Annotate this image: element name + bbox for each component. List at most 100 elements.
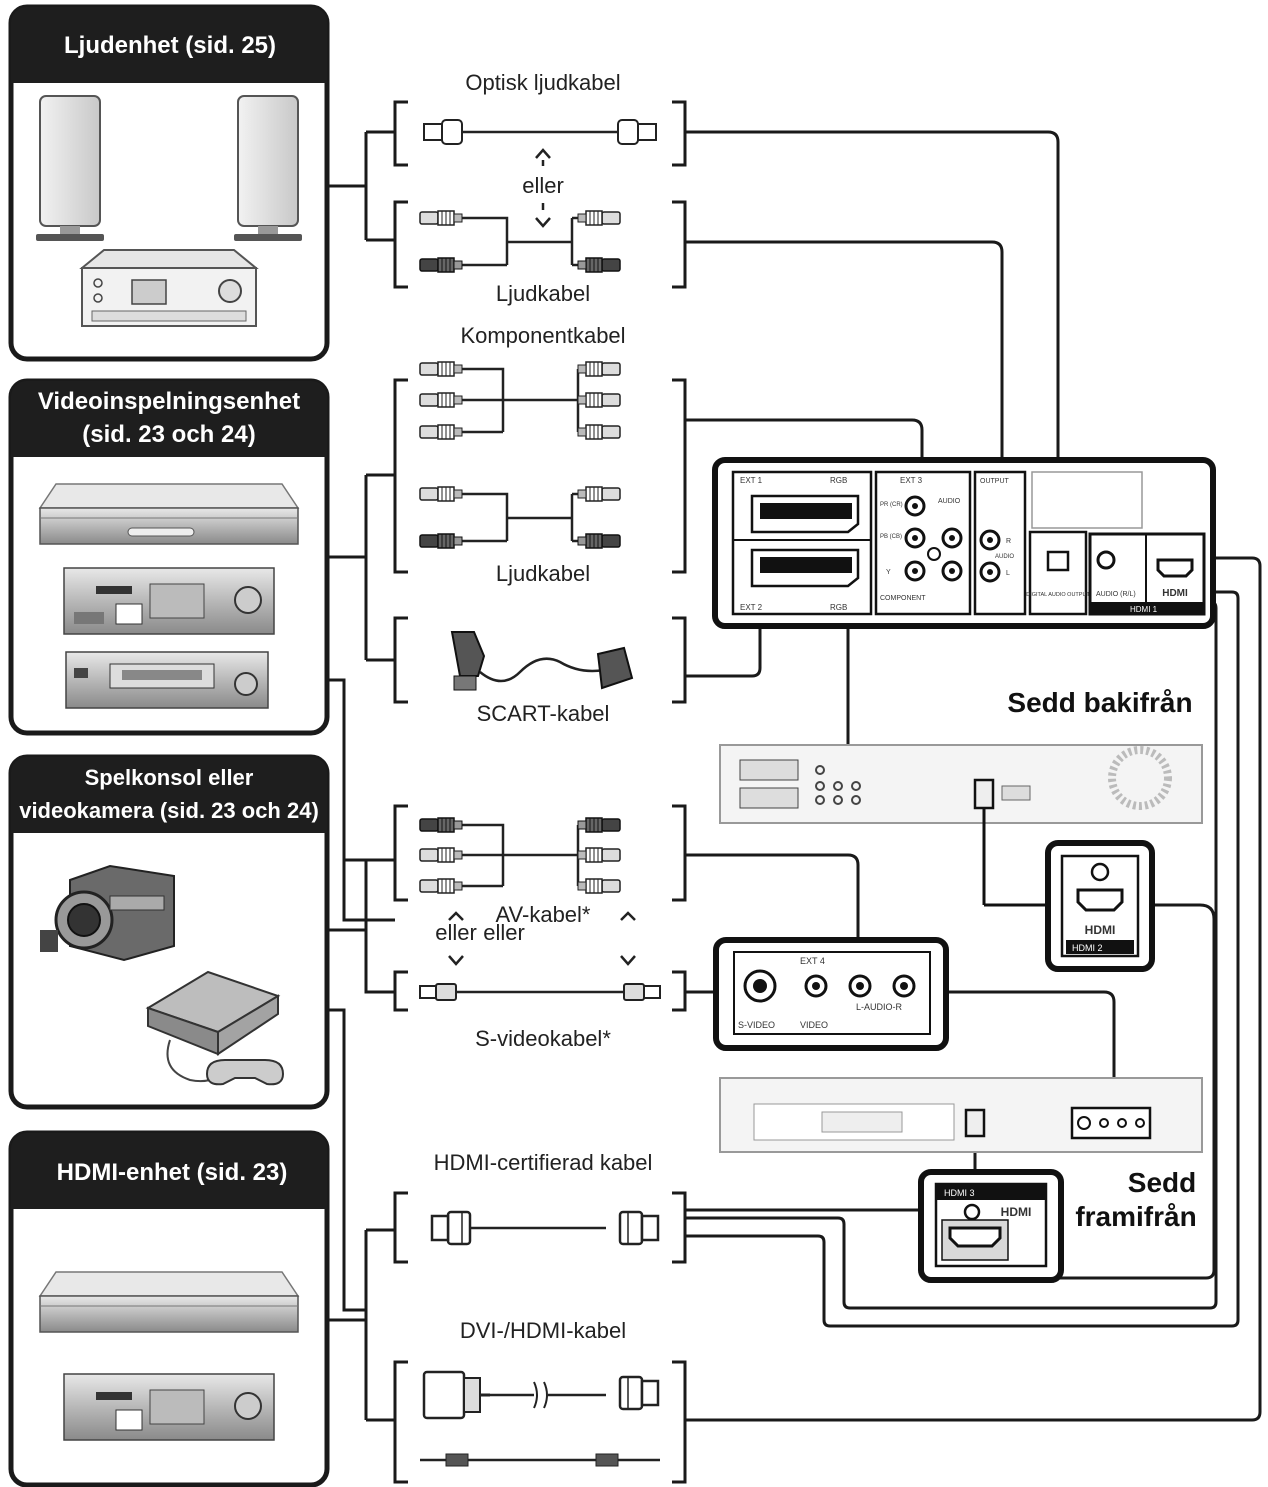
minijack-plug-icon: [420, 1453, 660, 1467]
cable-brackets: [393, 100, 687, 1484]
ext4-side-panel: EXT 4 S-VIDEO VIDEO L-AUDIO-R: [713, 937, 949, 1051]
audio-ext3-label: AUDIO: [938, 498, 961, 505]
dvi-plug-icon: [422, 1370, 490, 1420]
or-label-2: eller: [435, 920, 477, 945]
hdmi-dvd-recorder-icon: [38, 1271, 300, 1333]
scart-cable: SCART-kabel: [450, 631, 634, 726]
hdmi-receiver-icon: [63, 1373, 275, 1441]
hdmi1-label: HDMI 1: [1130, 605, 1158, 614]
rca-plug-icon: [419, 817, 463, 833]
l-label: L: [1006, 570, 1010, 577]
arrow-down-icon: [535, 217, 551, 228]
av-receiver-icon: [63, 567, 275, 635]
device-rear-view: [719, 744, 1203, 907]
laudior-port-label: L-AUDIO-R: [856, 1002, 903, 1012]
svideo-plug-icon: [419, 983, 457, 1001]
rca-plug-icon: [577, 847, 621, 863]
arrow-up-icon: [535, 148, 551, 159]
audio-device-group: Ljudenhet (sid. 25): [8, 4, 330, 362]
rgb-top-label: RGB: [830, 476, 847, 485]
rca-plug-icon: [419, 392, 463, 408]
rca-plug-icon: [577, 424, 621, 440]
hdmi3-label: HDMI 3: [944, 1188, 975, 1198]
rca-plug-icon: [419, 847, 463, 863]
audio-out-label: AUDIO: [995, 554, 1014, 560]
hdmi2-port-box: HDMI HDMI 2: [1045, 840, 1155, 972]
rca-plug-icon: [419, 486, 463, 502]
hdmi2-logo: HDMI: [1085, 923, 1116, 937]
rca-plug-icon: [419, 533, 463, 549]
console-device-title-2: videokamera (sid. 23 och 24): [19, 798, 319, 823]
y-label: Y: [886, 569, 891, 576]
audio-cable-1: Ljudkabel: [419, 210, 621, 306]
av-cable-label: AV-kabel*: [496, 902, 591, 927]
hdmi3-logo: HDMI: [1001, 1205, 1032, 1219]
hdmi2-label: HDMI 2: [1072, 943, 1103, 953]
audio-cable-2-label: Ljudkabel: [496, 561, 590, 586]
recorder-device-title-1: Videoinspelningsenhet: [38, 388, 300, 415]
ext3-label: EXT 3: [900, 476, 923, 485]
camcorder-icon: [40, 864, 175, 962]
scart-port-1: [750, 494, 860, 534]
scart-plug-icon: [450, 631, 486, 691]
rca-plug-icon: [419, 361, 463, 377]
or-indicator-2: eller eller: [435, 911, 636, 966]
tv-back-panel: EXT 1 RGB EXT 2 RGB EXT 3 AUDIO PR (CR) …: [712, 457, 1216, 629]
rca-plug-icon: [577, 257, 621, 273]
rca-plug-icon: [577, 878, 621, 894]
component-cable-label: Komponentkabel: [460, 323, 625, 348]
svideo-port-label: S-VIDEO: [738, 1020, 775, 1030]
ext4-label: EXT 4: [800, 956, 825, 966]
rca-plug-icon: [577, 817, 621, 833]
hdmi-device-title: HDMI-enhet (sid. 23): [57, 1159, 288, 1186]
dvd-recorder-icon: [38, 483, 300, 545]
device-front-view: [719, 1077, 1203, 1153]
arrow-up-icon: [620, 911, 636, 921]
svideo-cable: S-videokabel*: [419, 983, 661, 1051]
or-label-3: eller: [483, 920, 525, 945]
or-label-1: eller: [522, 173, 564, 198]
scart-port-2: [750, 548, 860, 588]
feeder-lines: [327, 130, 395, 1422]
hdmi-device-group: HDMI-enhet (sid. 23): [8, 1130, 330, 1487]
audio-cable-2: Ljudkabel: [419, 486, 621, 586]
component-cable: Komponentkabel: [419, 323, 626, 440]
ext1-label: EXT 1: [740, 476, 763, 485]
pb-label: PB (CB): [880, 534, 902, 540]
back-view-label: Sedd bakifrån: [1007, 687, 1192, 718]
dvi-hdmi-cable: DVI-/HDMI-kabel: [420, 1318, 660, 1467]
svideo-plug-icon: [623, 983, 661, 1001]
hdmi-plug-icon: [618, 1375, 660, 1411]
hdmi-cable-label: HDMI-certifierad kabel: [434, 1150, 653, 1175]
rca-plug-icon: [419, 257, 463, 273]
speaker-right-icon: [234, 95, 302, 241]
hdmi3-port-box: HDMI 3 HDMI: [918, 1169, 1064, 1283]
arrow-down-icon: [620, 955, 636, 966]
av-cable: AV-kabel*: [419, 817, 621, 927]
arrow-up-icon: [448, 911, 464, 921]
video-port-label: VIDEO: [800, 1020, 828, 1030]
rca-plug-icon: [577, 361, 621, 377]
pr-label: PR (CR): [880, 502, 903, 508]
rgb-bottom-label: RGB: [830, 603, 847, 612]
r-label: R: [1006, 538, 1011, 545]
hdmi-plug-icon: [618, 1210, 660, 1246]
recorder-device-title-2: (sid. 23 och 24): [82, 421, 255, 448]
hdmi1-logo: HDMI: [1162, 588, 1188, 599]
recorder-device-group: Videoinspelningsenhet (sid. 23 och 24): [8, 378, 330, 736]
rca-plug-icon: [419, 210, 463, 226]
ext2-label: EXT 2: [740, 603, 763, 612]
vcr-icon: [65, 651, 269, 709]
amplifier-icon: [79, 249, 259, 327]
optical-plug-icon: [423, 119, 463, 145]
rca-plug-icon: [419, 878, 463, 894]
console-device-title-1: Spelkonsol eller: [85, 765, 254, 790]
svideo-cable-label: S-videokabel*: [475, 1026, 611, 1051]
audio-cable-1-label: Ljudkabel: [496, 281, 590, 306]
rca-plug-icon: [577, 210, 621, 226]
or-indicator-1: eller: [522, 148, 564, 228]
scart-cable-label: SCART-kabel: [477, 701, 610, 726]
audio-device-title: Ljudenhet (sid. 25): [64, 32, 276, 59]
digital-audio-label: DIGITAL AUDIO OUTPUT: [1026, 592, 1090, 598]
